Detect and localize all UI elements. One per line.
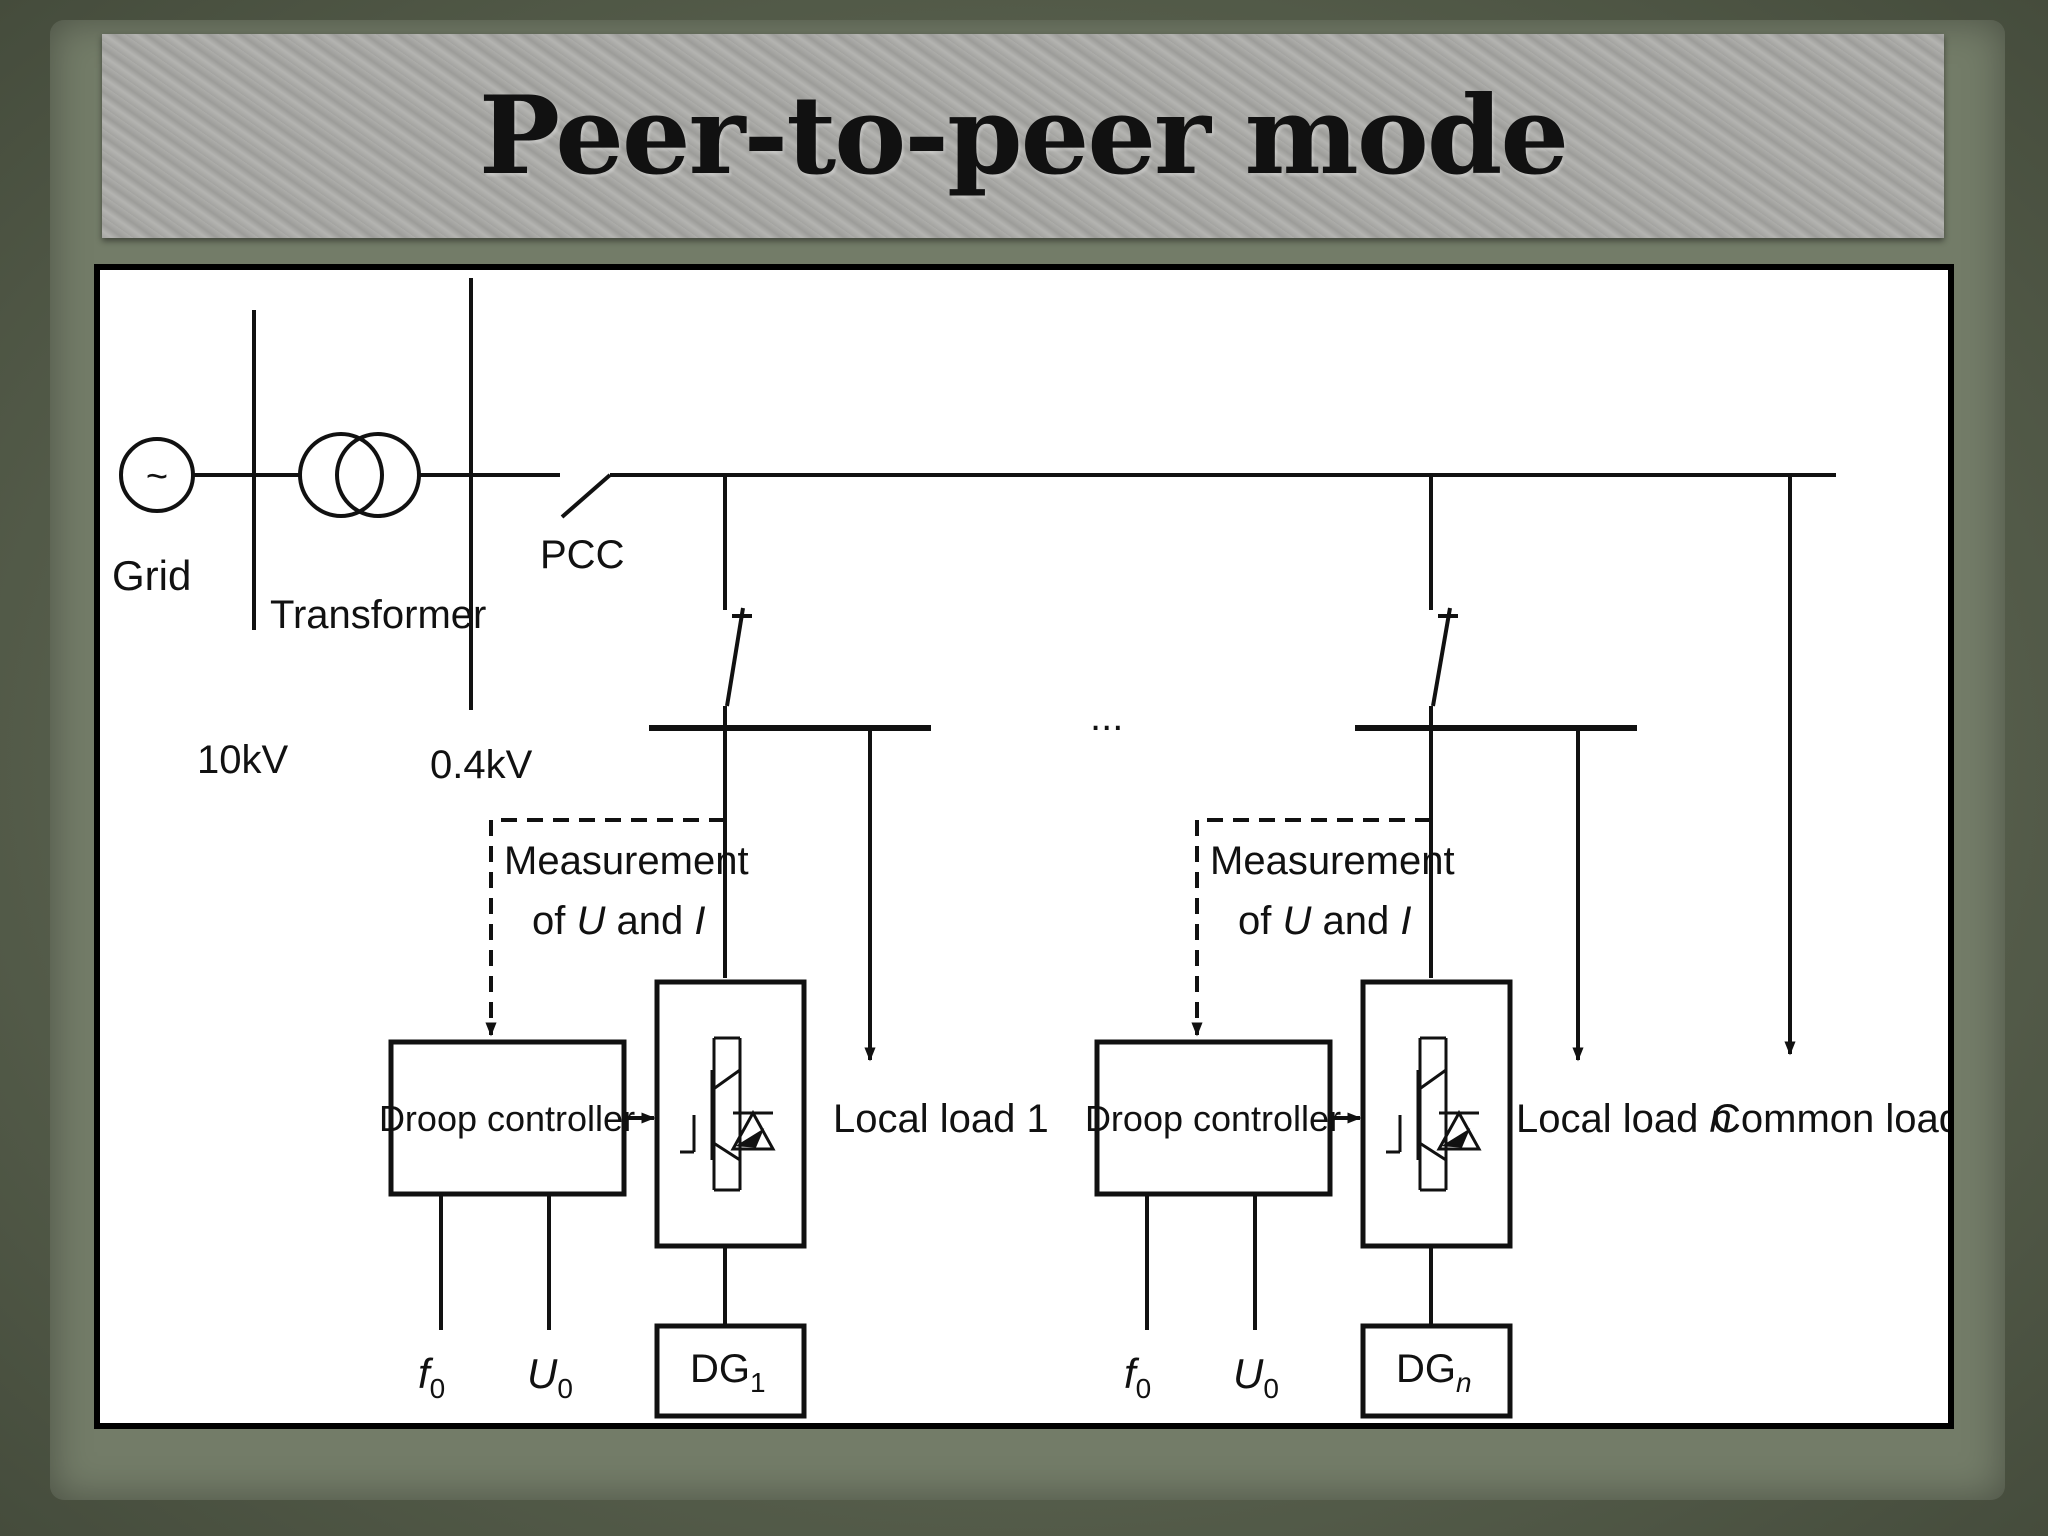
transformer-coil-1 (298, 432, 384, 518)
pcc-label: PCC (540, 533, 624, 577)
unit-n-measurement-line2: of U and I (1238, 899, 1411, 943)
common-load-label: Common load (1712, 1097, 1948, 1141)
transformer-coil-2 (335, 432, 421, 518)
unit-n-wiring (1094, 475, 1796, 1419)
grid-symbol: ~ (146, 456, 168, 498)
unit-1-dg-label: DG1 (690, 1347, 766, 1398)
title-banner: Peer-to-peer mode (102, 34, 1944, 238)
slide-title: Peer-to-peer mode (478, 73, 1569, 199)
unit-1-measurement-line1: Measurement (504, 839, 749, 883)
unit-n-dg-label: DGn (1396, 1347, 1472, 1398)
pcc-switch (560, 473, 612, 519)
unit-n-measurement-line1: Measurement (1210, 839, 1455, 883)
diagram-panel: ~ Grid Transformer 10kV 0.4kV PCC ... Me… (94, 264, 1961, 1429)
unit-n-local-load-label: Local load n (1516, 1097, 1732, 1141)
unit-1-wiring (388, 475, 931, 1419)
unit-n-f0-label: f0 (1124, 1350, 1151, 1404)
grid-label: Grid (112, 552, 191, 599)
unit-1-f0-label: f0 (418, 1350, 445, 1404)
unit-1-measurement-line2: of U and I (532, 899, 705, 943)
unit-n-converter-icon (1386, 1036, 1482, 1192)
unit-1-local-load-label: Local load 1 (833, 1097, 1049, 1141)
microgrid-diagram: ~ Grid Transformer 10kV 0.4kV PCC ... Me… (112, 278, 1961, 1419)
unit-n-u0-label: U0 (1233, 1350, 1279, 1404)
unit-n-controller-label: Droop controller (1085, 1098, 1341, 1139)
transformer-label: Transformer (270, 593, 486, 637)
ellipsis: ... (1090, 695, 1123, 739)
unit-1-converter-icon (680, 1036, 776, 1192)
voltage-lv-label: 0.4kV (430, 743, 533, 787)
unit-1-u0-label: U0 (527, 1350, 573, 1404)
voltage-hv-label: 10kV (197, 738, 288, 782)
unit-1-controller-label: Droop controller (379, 1098, 635, 1139)
